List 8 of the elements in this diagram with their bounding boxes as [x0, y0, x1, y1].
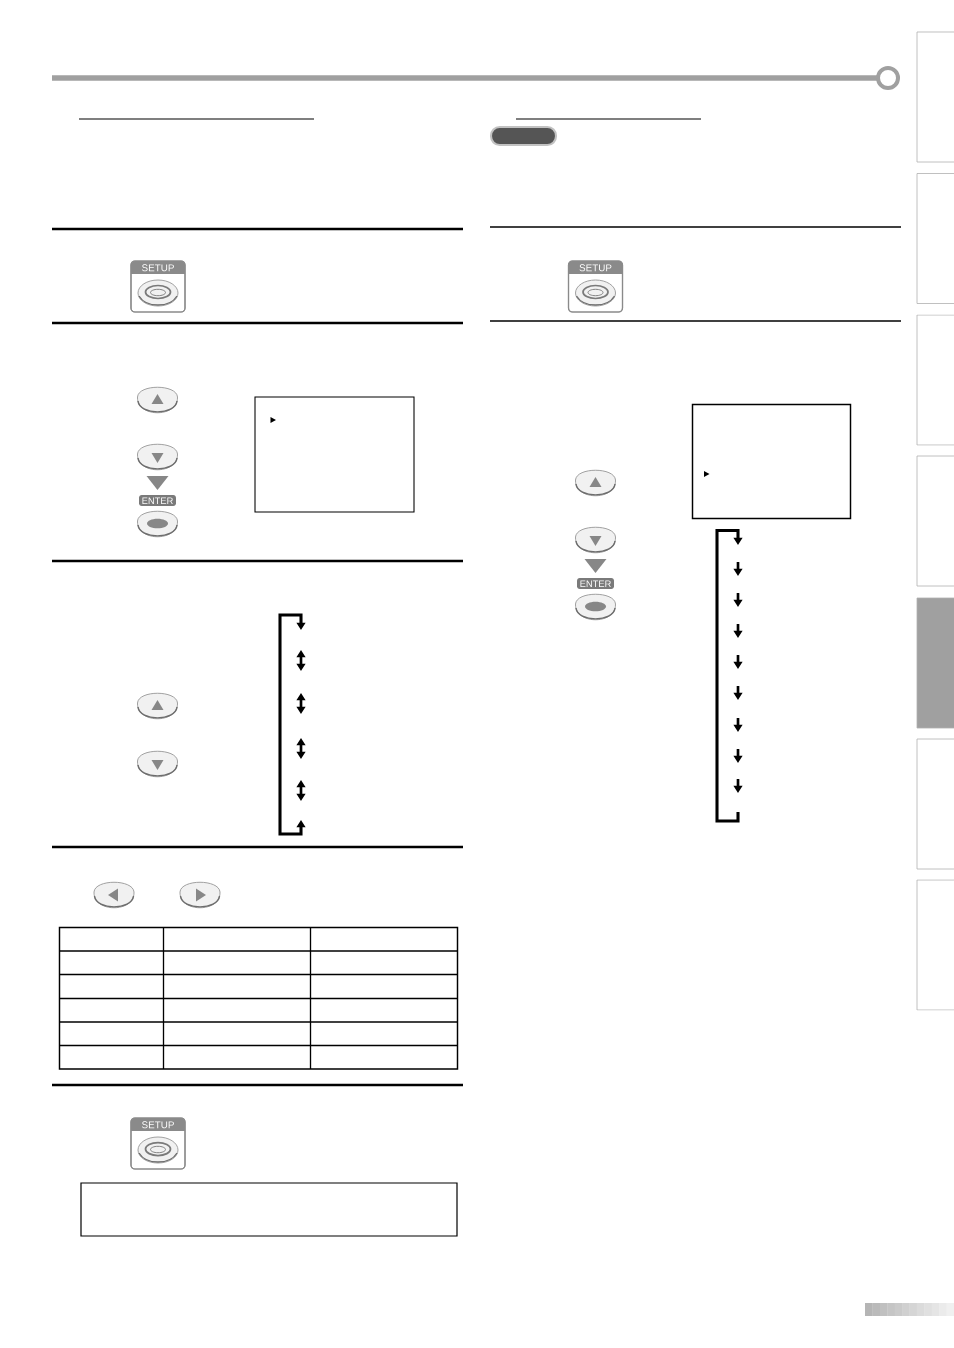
note-box: [80, 1182, 458, 1237]
enter-button: ENTER: [137, 495, 178, 538]
setup-button: SETUP: [567, 260, 624, 313]
menu-screen: [254, 396, 415, 513]
menu-screen: [691, 403, 852, 520]
setup-button: SETUP: [130, 1117, 186, 1170]
setup-button: SETUP: [130, 260, 186, 313]
enter-button: ENTER: [575, 578, 616, 621]
